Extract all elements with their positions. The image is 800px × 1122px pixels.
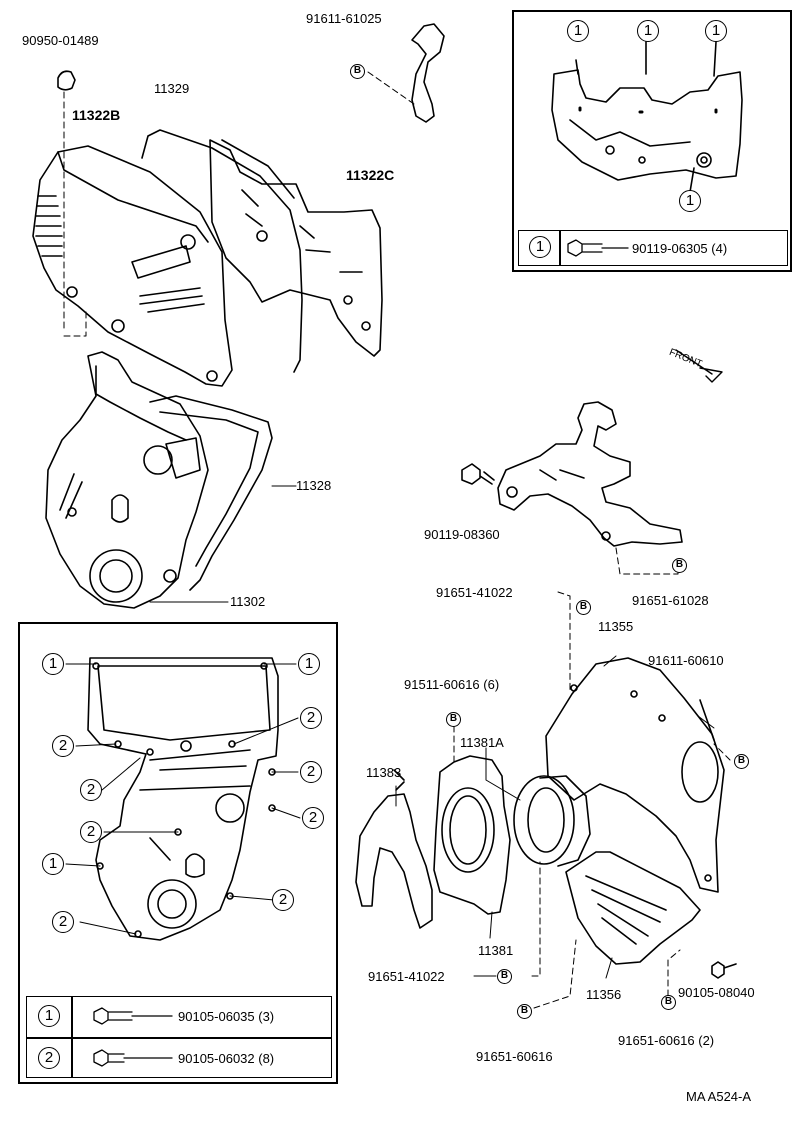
legend-top <box>518 230 788 266</box>
legend-bottom-part-2: 90105-06032 (8) <box>178 1051 275 1066</box>
cover-11322C <box>209 139 383 357</box>
b-marker: B <box>734 754 749 769</box>
leader-lines-inset <box>65 663 301 935</box>
b-marker: B <box>661 995 676 1010</box>
bracket-91611-61025 <box>411 23 445 123</box>
part-label: 91651-60616 <box>476 1049 553 1064</box>
part-label: 90119-08360 <box>424 527 500 542</box>
engine-bracket <box>497 401 683 547</box>
end-plate-11355 <box>545 657 725 893</box>
part-label: 91511-60616 (6) <box>404 677 500 692</box>
part-label: 90105-08040 <box>678 985 755 1000</box>
legend-bottom-key-1: 1 <box>38 1005 60 1027</box>
callout-1: 1 <box>705 20 727 42</box>
oil-seal-11381A <box>513 775 575 865</box>
callout-2: 2 <box>52 911 74 933</box>
part-label: 11383 <box>366 765 402 780</box>
part-label: 11355 <box>598 619 634 634</box>
part-label: 11356 <box>586 987 622 1002</box>
callout-1: 1 <box>42 853 64 875</box>
part-label: 11322C <box>346 167 395 183</box>
part-label: 11381A <box>460 735 504 750</box>
part-label: 11381 <box>478 943 514 958</box>
part-label: 91651-41022 <box>368 969 445 984</box>
part-label: 11322B <box>72 107 121 123</box>
inset-box-bolt-locations <box>18 622 338 1084</box>
dust-seal-11356 <box>565 851 701 965</box>
legend-divider <box>559 231 561 265</box>
diagram-reference: MA A524-A <box>686 1089 752 1104</box>
callout-1: 1 <box>637 20 659 42</box>
bolt-90105-08040 <box>711 961 737 979</box>
part-label: 91611-61025 <box>306 11 382 26</box>
gasket-11328 <box>149 395 273 591</box>
callout-2: 2 <box>300 761 322 783</box>
part-label: 11328 <box>296 478 332 493</box>
callout-1: 1 <box>679 190 701 212</box>
b-marker: B <box>350 64 365 79</box>
plug-90950-01489 <box>57 70 76 91</box>
legend-bottom-part-1: 90105-06035 (3) <box>178 1009 275 1024</box>
b-marker: B <box>446 712 461 727</box>
inset-box-rear-housing <box>512 10 792 272</box>
b-marker: B <box>576 600 591 615</box>
b-marker: B <box>672 558 687 573</box>
part-label: 11329 <box>154 81 190 96</box>
rear-housing-detail <box>551 41 743 193</box>
front-arrow <box>675 349 723 383</box>
callout-1: 1 <box>567 20 589 42</box>
legend-top-key: 1 <box>529 236 551 258</box>
legend-divider <box>27 1037 331 1039</box>
part-label: 90950-01489 <box>22 33 99 48</box>
gasket-11383 <box>355 793 433 929</box>
legend-bottom <box>26 996 332 1078</box>
callout-2: 2 <box>300 707 322 729</box>
callout-2: 2 <box>80 779 102 801</box>
callout-2: 2 <box>302 807 324 829</box>
callout-2: 2 <box>272 889 294 911</box>
lower-cover-11302 <box>45 351 209 609</box>
callout-1: 1 <box>42 653 64 675</box>
part-label: 91651-61028 <box>632 593 709 608</box>
part-label: 91611-60610 <box>648 653 724 668</box>
retainer-11381 <box>433 755 511 915</box>
upper-cover-11322B <box>32 145 233 387</box>
legend-bottom-key-2: 2 <box>38 1047 60 1069</box>
part-label: 11302 <box>230 594 266 609</box>
b-marker: B <box>497 969 512 984</box>
legend-top-part: 90119-06305 (4) <box>632 241 728 256</box>
part-label: 91651-60616 (2) <box>618 1033 715 1048</box>
callout-2: 2 <box>52 735 74 757</box>
gasket-11329 <box>141 129 303 373</box>
part-label: 91651-41022 <box>436 585 513 600</box>
bolt-90119-08360 <box>461 463 495 485</box>
callout-2: 2 <box>80 821 102 843</box>
b-marker: B <box>517 1004 532 1019</box>
callout-1: 1 <box>298 653 320 675</box>
